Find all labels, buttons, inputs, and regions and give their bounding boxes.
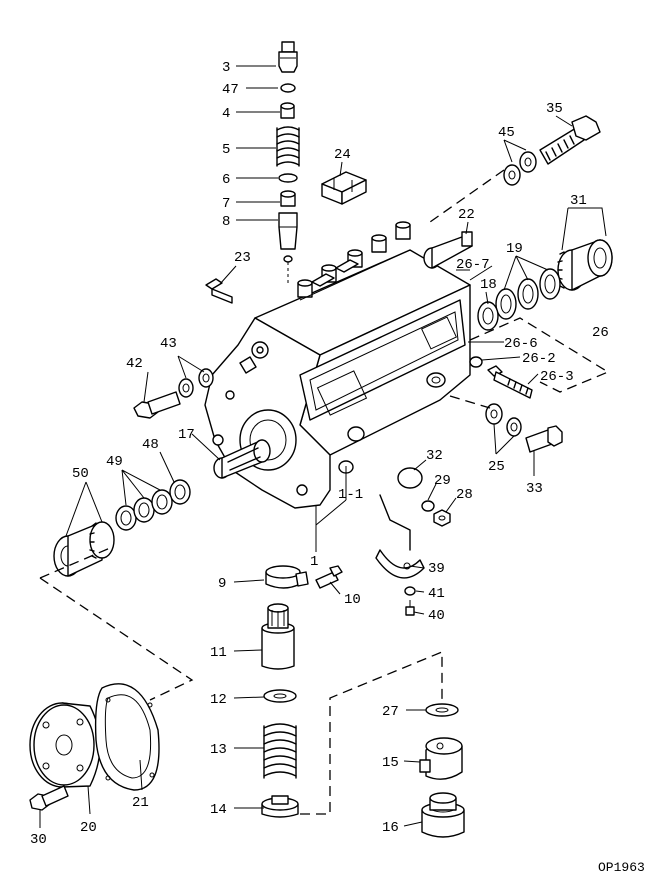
bolt-40 (405, 600, 415, 616)
label-4: 4 (222, 106, 230, 122)
o-ring-47 (280, 83, 296, 93)
label-17: 17 (178, 427, 195, 443)
label-8: 8 (222, 214, 230, 230)
label-26-2: 26-2 (522, 351, 556, 367)
label-32: 32 (426, 448, 443, 464)
label-10: 10 (344, 592, 361, 608)
delivery-valve-holder-3 (278, 41, 298, 73)
label-25: 25 (488, 459, 505, 475)
label-15: 15 (382, 755, 399, 771)
plunger-spring-13 (263, 723, 297, 779)
part-labels: 3 47 4 5 6 7 8 24 45 35 22 31 23 19 26-7… (30, 60, 645, 875)
label-11: 11 (210, 645, 227, 661)
bolt-30 (29, 785, 69, 811)
label-26-3: 26-3 (540, 369, 574, 385)
valve-seat-8 (278, 212, 298, 263)
shim-18 (477, 301, 499, 331)
drawing-code: OP1963 (598, 860, 645, 875)
gear-31 (557, 239, 613, 291)
label-31: 31 (570, 193, 587, 209)
label-35: 35 (546, 101, 563, 117)
shims-19 (495, 268, 561, 320)
valve-7 (280, 190, 296, 207)
washer-29 (421, 500, 435, 512)
washer-41 (404, 586, 416, 596)
label-49: 49 (106, 454, 123, 470)
washer-6 (278, 173, 298, 183)
spring-5 (276, 126, 300, 167)
label-3: 3 (222, 60, 230, 76)
washer-48 (169, 479, 191, 505)
washers-43 (178, 368, 214, 398)
o-ring-32 (397, 467, 423, 489)
label-24: 24 (334, 147, 351, 163)
label-33: 33 (526, 481, 543, 497)
washer-26-2 (469, 356, 483, 368)
label-14: 14 (210, 802, 227, 818)
nut-28 (433, 509, 451, 527)
label-47: 47 (222, 82, 239, 98)
roller-tappet-15 (419, 737, 463, 780)
bolt-23 (205, 278, 233, 304)
label-5: 5 (222, 142, 230, 158)
washers-45 (503, 151, 537, 186)
label-40: 40 (428, 608, 445, 624)
label-9: 9 (218, 576, 226, 592)
label-1-1: 1-1 (338, 487, 363, 503)
label-7: 7 (222, 196, 230, 212)
label-1: 1 (310, 554, 318, 570)
fitting-22 (423, 231, 473, 269)
label-45: 45 (498, 125, 515, 141)
spring-seat-12 (263, 689, 297, 703)
lower-seat-14 (261, 795, 299, 818)
pump-housing-1 (204, 221, 471, 509)
label-30: 30 (30, 832, 47, 848)
label-21: 21 (132, 795, 149, 811)
label-20: 20 (80, 820, 97, 836)
label-26: 26 (592, 325, 609, 341)
label-22: 22 (458, 207, 475, 223)
label-18: 18 (480, 277, 497, 293)
label-41: 41 (428, 586, 445, 602)
washer-27 (425, 703, 459, 717)
label-39: 39 (428, 561, 445, 577)
gasket-21 (94, 683, 160, 791)
label-42: 42 (126, 356, 143, 372)
label-29: 29 (434, 473, 451, 489)
shims-49 (115, 489, 173, 531)
label-50: 50 (72, 466, 89, 482)
bolt-10 (315, 565, 343, 589)
bolt-42 (133, 391, 181, 419)
banjo-bolt-35 (539, 115, 601, 165)
drive-shaft-17 (213, 439, 271, 479)
label-16: 16 (382, 820, 399, 836)
sleeve-9 (265, 565, 309, 589)
label-23: 23 (234, 250, 251, 266)
leader-lines (39, 65, 607, 828)
label-6: 6 (222, 172, 230, 188)
tappet-16 (421, 792, 465, 838)
bracket-39 (375, 549, 425, 579)
label-13: 13 (210, 742, 227, 758)
plunger-barrel-11 (261, 603, 295, 670)
label-12: 12 (210, 692, 227, 708)
label-27: 27 (382, 704, 399, 720)
flange-20 (29, 702, 101, 788)
label-26-6: 26-6 (504, 336, 538, 352)
stopper-4 (280, 102, 295, 119)
clip-24 (321, 171, 367, 205)
label-26-7: 26-7 (456, 257, 490, 273)
label-28: 28 (456, 487, 473, 503)
washers-25 (485, 403, 522, 437)
label-19: 19 (506, 241, 523, 257)
label-48: 48 (142, 437, 159, 453)
bolt-33 (525, 425, 563, 453)
bolt-26-3 (487, 365, 533, 399)
label-43: 43 (160, 336, 177, 352)
